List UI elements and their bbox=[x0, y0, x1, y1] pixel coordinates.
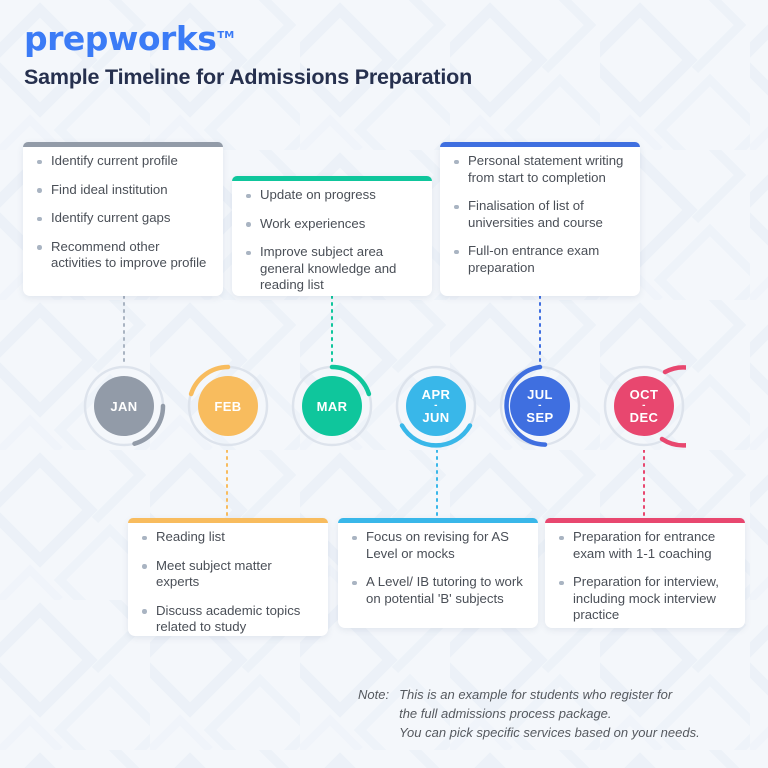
milestone-ring-apr-jun bbox=[395, 365, 477, 448]
connector-mar bbox=[331, 296, 333, 364]
note-line-2: the full admissions process package. bbox=[399, 706, 612, 721]
list-item: Find ideal institution bbox=[35, 182, 211, 199]
milestone-label: OCT bbox=[629, 387, 659, 402]
milestone-disc-oct-dec: OCT - DEC bbox=[614, 376, 674, 436]
milestone-ring-mar bbox=[291, 364, 373, 447]
milestone-ring-oct-dec bbox=[603, 365, 686, 448]
note-line-3: You can pick specific services based on … bbox=[399, 725, 700, 740]
milestone-label: JAN bbox=[110, 398, 138, 414]
milestone-ring-jul-sep bbox=[499, 364, 581, 447]
card-accent-bar bbox=[128, 518, 328, 523]
milestone-jan[interactable]: JAN bbox=[82, 364, 166, 448]
milestone-disc-apr-jun: APR - JUN bbox=[406, 376, 466, 436]
list-item: A Level/ IB tutoring to work on potentia… bbox=[350, 574, 526, 607]
milestone-label-separator: - bbox=[642, 400, 646, 411]
footer-note: Note: This is an example for students wh… bbox=[358, 685, 700, 742]
list-item: Identify current gaps bbox=[35, 210, 211, 227]
milestone-label: DEC bbox=[629, 410, 659, 425]
milestone-label: FEB bbox=[214, 398, 242, 414]
list-item: Update on progress bbox=[244, 187, 420, 204]
card-accent-bar bbox=[545, 518, 745, 523]
milestone-label: JUN bbox=[422, 410, 450, 425]
milestone-label: JUL bbox=[527, 387, 553, 402]
milestone-label: MAR bbox=[316, 398, 348, 414]
brand-logo-text: prepworks bbox=[24, 19, 217, 58]
list-item: Focus on revising for AS Level or mocks bbox=[350, 529, 526, 562]
milestone-oct-dec[interactable]: OCT - DEC bbox=[602, 364, 686, 448]
connector-jan bbox=[123, 296, 125, 364]
card-accent-bar bbox=[440, 142, 640, 147]
brand-logo: prepworksTM bbox=[24, 22, 234, 55]
card-accent-bar bbox=[338, 518, 538, 523]
note-label: Note: bbox=[358, 687, 390, 702]
connector-apr-jun bbox=[436, 450, 438, 518]
milestone-disc-feb: FEB bbox=[198, 376, 258, 436]
card-oct-dec[interactable]: Preparation for entrance exam with 1-1 c… bbox=[545, 518, 745, 628]
connector-oct-dec bbox=[643, 450, 645, 518]
milestone-label-separator: - bbox=[538, 400, 542, 411]
milestone-label: SEP bbox=[526, 410, 554, 425]
list-item: Preparation for interview, including moc… bbox=[557, 574, 733, 624]
list-item: Identify current profile bbox=[35, 153, 211, 170]
list-item: Reading list bbox=[140, 529, 316, 546]
card-apr-jun-list: Focus on revising for AS Level or mocks … bbox=[350, 529, 526, 607]
connector-feb bbox=[226, 450, 228, 518]
milestone-apr-jun[interactable]: APR - JUN bbox=[394, 364, 478, 448]
list-item: Preparation for entrance exam with 1-1 c… bbox=[557, 529, 733, 562]
milestone-mar[interactable]: MAR bbox=[290, 364, 374, 448]
card-accent-bar bbox=[23, 142, 223, 147]
note-body: This is an example for students who regi… bbox=[399, 685, 700, 742]
milestone-feb[interactable]: FEB bbox=[186, 364, 270, 448]
card-apr-jun[interactable]: Focus on revising for AS Level or mocks … bbox=[338, 518, 538, 628]
milestone-label-separator: - bbox=[434, 400, 438, 411]
card-mar-list: Update on progress Work experiences Impr… bbox=[244, 187, 420, 294]
list-item: Work experiences bbox=[244, 216, 420, 233]
milestone-ring-jan bbox=[83, 365, 166, 447]
list-item: Meet subject matter experts bbox=[140, 558, 316, 591]
list-item: Personal statement writing from start to… bbox=[452, 153, 628, 186]
list-item: Full-on entrance exam preparation bbox=[452, 243, 628, 276]
milestone-label: APR bbox=[421, 387, 451, 402]
connector-jul-sep bbox=[539, 296, 541, 364]
card-jul-sep-list: Personal statement writing from start to… bbox=[452, 153, 628, 276]
card-mar[interactable]: Update on progress Work experiences Impr… bbox=[232, 176, 432, 296]
note-line-1: This is an example for students who regi… bbox=[399, 687, 673, 702]
card-oct-dec-list: Preparation for entrance exam with 1-1 c… bbox=[557, 529, 733, 624]
card-jan-list: Identify current profile Find ideal inst… bbox=[35, 153, 211, 272]
milestone-disc-jan: JAN bbox=[94, 376, 154, 436]
list-item: Discuss academic topics related to study bbox=[140, 603, 316, 636]
milestone-jul-sep[interactable]: JUL - SEP bbox=[498, 364, 582, 448]
milestone-disc-jul-sep: JUL - SEP bbox=[510, 376, 570, 436]
card-feb-list: Reading list Meet subject matter experts… bbox=[140, 529, 316, 636]
page-title: Sample Timeline for Admissions Preparati… bbox=[24, 65, 473, 89]
list-item: Recommend other activities to improve pr… bbox=[35, 239, 211, 272]
trademark-symbol: TM bbox=[217, 30, 235, 41]
list-item: Finalisation of list of universities and… bbox=[452, 198, 628, 231]
card-accent-bar bbox=[232, 176, 432, 181]
milestone-disc-mar: MAR bbox=[302, 376, 362, 436]
card-jul-sep[interactable]: Personal statement writing from start to… bbox=[440, 142, 640, 296]
card-jan[interactable]: Identify current profile Find ideal inst… bbox=[23, 142, 223, 296]
card-feb[interactable]: Reading list Meet subject matter experts… bbox=[128, 518, 328, 636]
list-item: Improve subject area general knowledge a… bbox=[244, 244, 420, 294]
milestone-ring-feb bbox=[187, 364, 269, 447]
